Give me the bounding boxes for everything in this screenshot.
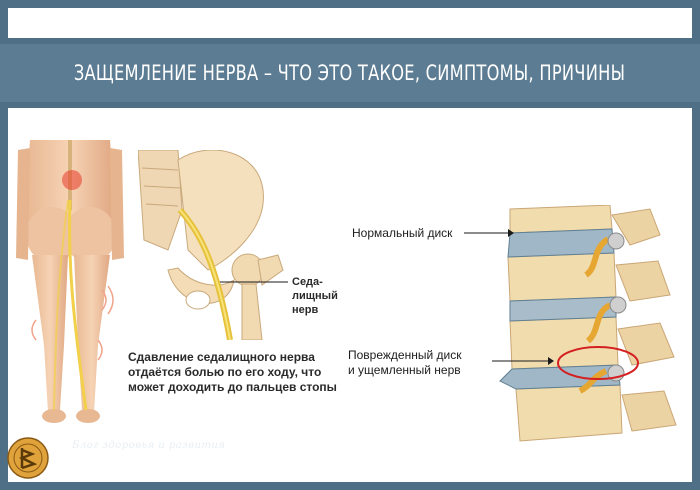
body-back-illustration xyxy=(16,140,124,423)
damage-highlight xyxy=(557,346,639,380)
normal-disc-arrow xyxy=(464,229,514,237)
sciatic-nerve-label: Седа- лищный нерв xyxy=(292,275,338,317)
damaged-label-line2: и ущемленный нерв xyxy=(348,363,461,377)
brand-line2: Алексея Маматова xyxy=(72,454,275,473)
damaged-disc-arrow xyxy=(492,357,554,365)
top-strip xyxy=(8,8,692,38)
pelvis-illustration xyxy=(138,150,288,340)
normal-disc-label: Нормальный диск xyxy=(352,226,453,240)
damaged-disc-label: Поврежденный диск и ущемленный нерв xyxy=(348,348,461,378)
sciatic-label-line2: лищный xyxy=(292,290,338,302)
pain-spot xyxy=(62,170,82,190)
brand-line1: Блог здоровья и развития xyxy=(72,440,226,451)
title-banner: ЗАЩЕМЛЕНИЕ НЕРВА – ЧТО ЭТО ТАКОЕ, СИМПТО… xyxy=(0,44,700,102)
caption-line1: Сдавление седалищного нерва xyxy=(128,350,315,364)
spine-illustration xyxy=(499,205,677,442)
pelvis-caption: Сдавление седалищного нерва отдаётся бол… xyxy=(128,350,337,395)
brand-logo-icon xyxy=(7,437,49,479)
caption-line2: отдаётся болью по его ходу, что xyxy=(128,365,322,379)
normal-disc xyxy=(507,228,615,258)
damaged-label-line1: Поврежденный диск xyxy=(348,348,462,362)
sciatic-label-line1: Седа- xyxy=(292,276,323,288)
sciatic-label-line3: нерв xyxy=(292,304,319,316)
page-title: ЗАЩЕМЛЕНИЕ НЕРВА – ЧТО ЭТО ТАКОЕ, СИМПТО… xyxy=(74,61,626,85)
caption-line3: может доходить до пальцев стопы xyxy=(128,380,337,394)
